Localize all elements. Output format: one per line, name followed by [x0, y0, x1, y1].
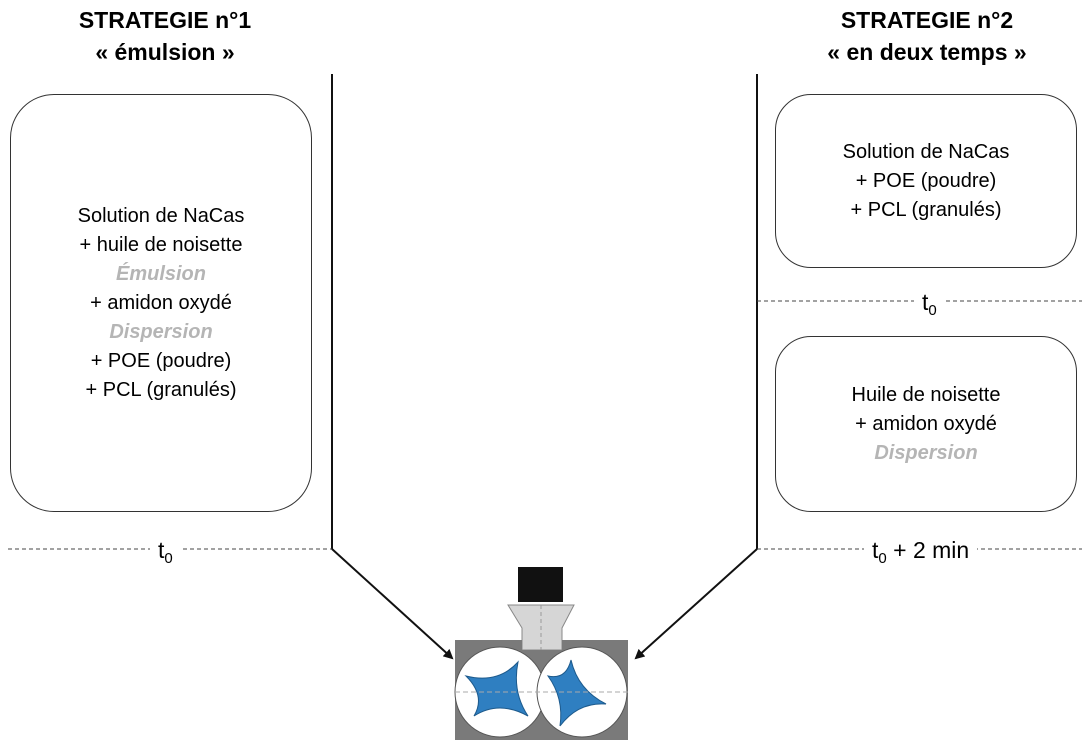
strategy2-box-1: Solution de NaCas + POE (poudre) + PCL (gr… — [775, 94, 1077, 268]
strategy2-box2-ingredient-line: Huile de noisette — [851, 383, 1001, 406]
right-arrow — [634, 548, 758, 660]
feeder-ram-icon — [518, 567, 563, 602]
strategy1-ingredient-line: Solution de NaCas — [77, 204, 245, 227]
strategy2-time-label-2: t0 + 2 min — [864, 536, 978, 567]
strategy2-title-block: STRATEGIE n°2 « en deux temps » — [770, 4, 1084, 68]
strategy1-time-label-sub: 0 — [164, 550, 173, 567]
strategy2-box2-process-note: Dispersion — [874, 441, 978, 464]
strategy2-time-label-1-base: t — [922, 289, 929, 315]
strategy1-ingredient-line: + POE (poudre) — [90, 349, 232, 372]
strategy2-time-label-1-sub: 0 — [928, 302, 937, 319]
strategy2-box1-ingredient-line: + PCL (granulés) — [850, 198, 1002, 221]
strategy2-box-1-lines: Solution de NaCas + POE (poudre) + PCL (gr… — [843, 138, 1010, 225]
right-rotor-blade-icon — [546, 659, 607, 727]
strategy1-subtitle: « émulsion » — [95, 39, 235, 65]
strategy1-ingredient-line: + PCL (granulés) — [85, 378, 237, 401]
strategy1-time-label: t0 — [150, 536, 181, 567]
strategy1-process-note: Émulsion — [115, 262, 206, 285]
strategy2-time-label-2-base: t — [872, 537, 879, 563]
strategy2-box2-ingredient-line: + amidon oxydé — [855, 412, 997, 435]
strategy2-time-label-2-suffix: + 2 min — [886, 537, 970, 563]
strategy2-time-label-2-sub: 0 — [878, 550, 887, 567]
left-rotor-blade-icon — [464, 660, 529, 717]
strategy2-title: STRATEGIE n°2 — [840, 7, 1014, 33]
strategy1-ingredient-line: + amidon oxydé — [90, 291, 232, 314]
left-arrow — [331, 548, 454, 660]
strategy2-time-label-1: t0 — [914, 288, 945, 319]
strategy1-process-note: Dispersion — [109, 320, 213, 343]
internal-mixer-icon — [454, 567, 628, 740]
strategy2-box1-ingredient-line: + POE (poudre) — [855, 169, 997, 192]
strategy1-ingredient-line: + huile de noisette — [79, 233, 243, 256]
strategy1-title: STRATEGIE n°1 — [78, 7, 252, 33]
strategy1-title-block: STRATEGIE n°1 « émulsion » — [0, 4, 330, 68]
strategy2-subtitle: « en deux temps » — [827, 39, 1027, 65]
strategy2-box1-ingredient-line: Solution de NaCas — [842, 140, 1010, 163]
strategy1-time-label-base: t — [158, 537, 165, 563]
